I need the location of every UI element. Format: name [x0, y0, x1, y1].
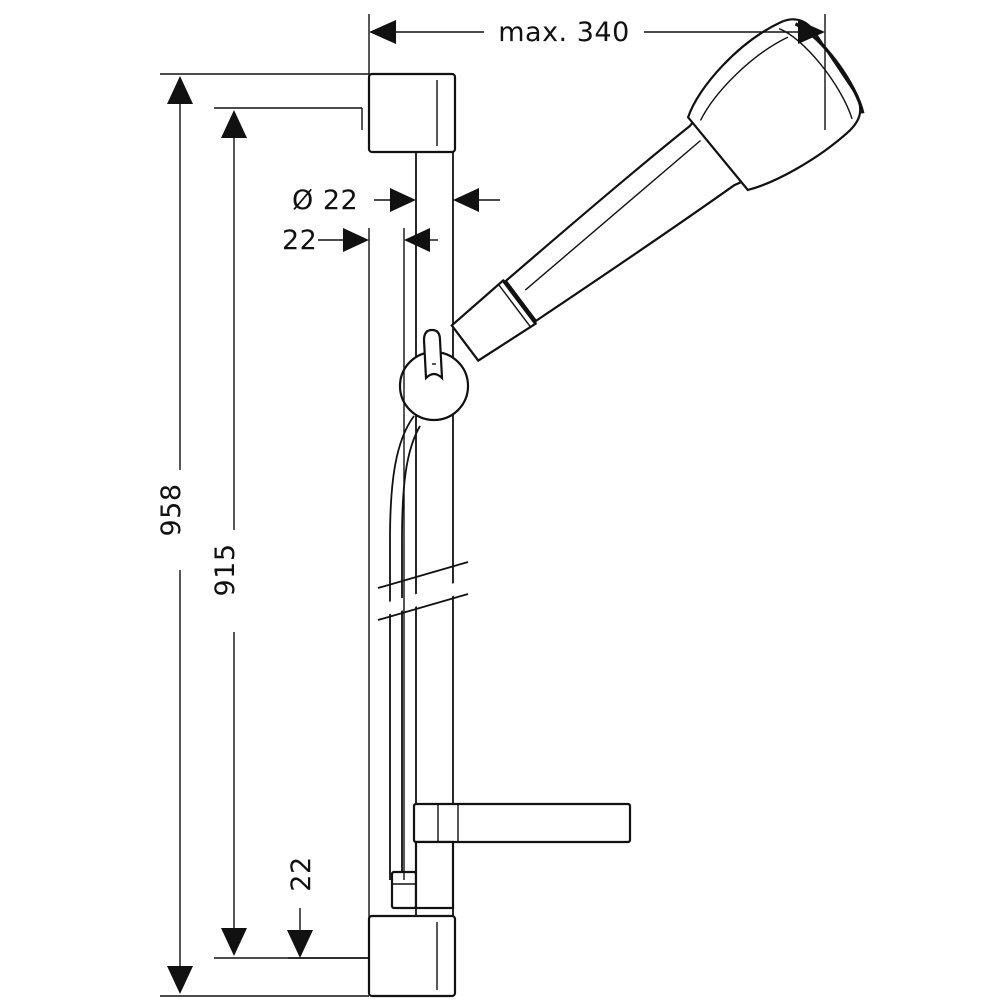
bottom-offset-label: 22 [286, 856, 317, 891]
dim-rail-length: 915 [210, 107, 369, 959]
shower-rail [415, 152, 454, 916]
overall-height-label: 958 [156, 483, 187, 536]
dim-max-width: max. 340 [368, 14, 826, 130]
rail-offset-label: 22 [282, 225, 317, 256]
rail-length-label: 915 [210, 543, 241, 596]
shower-hose [389, 415, 421, 910]
rail-diameter-label: Ø 22 [292, 185, 358, 216]
dim-overall-height: 958 [156, 73, 369, 997]
dim-rail-diameter: Ø 22 [292, 185, 500, 216]
soap-dish [412, 802, 632, 910]
hand-shower [450, 18, 865, 363]
dim-bottom-offset: 22 [286, 856, 369, 959]
top-wall-bracket [367, 72, 457, 154]
dim-rail-offset: 22 [282, 225, 438, 958]
bottom-wall-bracket [367, 914, 457, 998]
dimensions: max. 340 958 915 [156, 14, 826, 997]
shower-slider [398, 328, 470, 422]
break-lines [377, 561, 469, 621]
max-width-label: max. 340 [498, 17, 630, 48]
shower-rail-set [367, 18, 865, 998]
